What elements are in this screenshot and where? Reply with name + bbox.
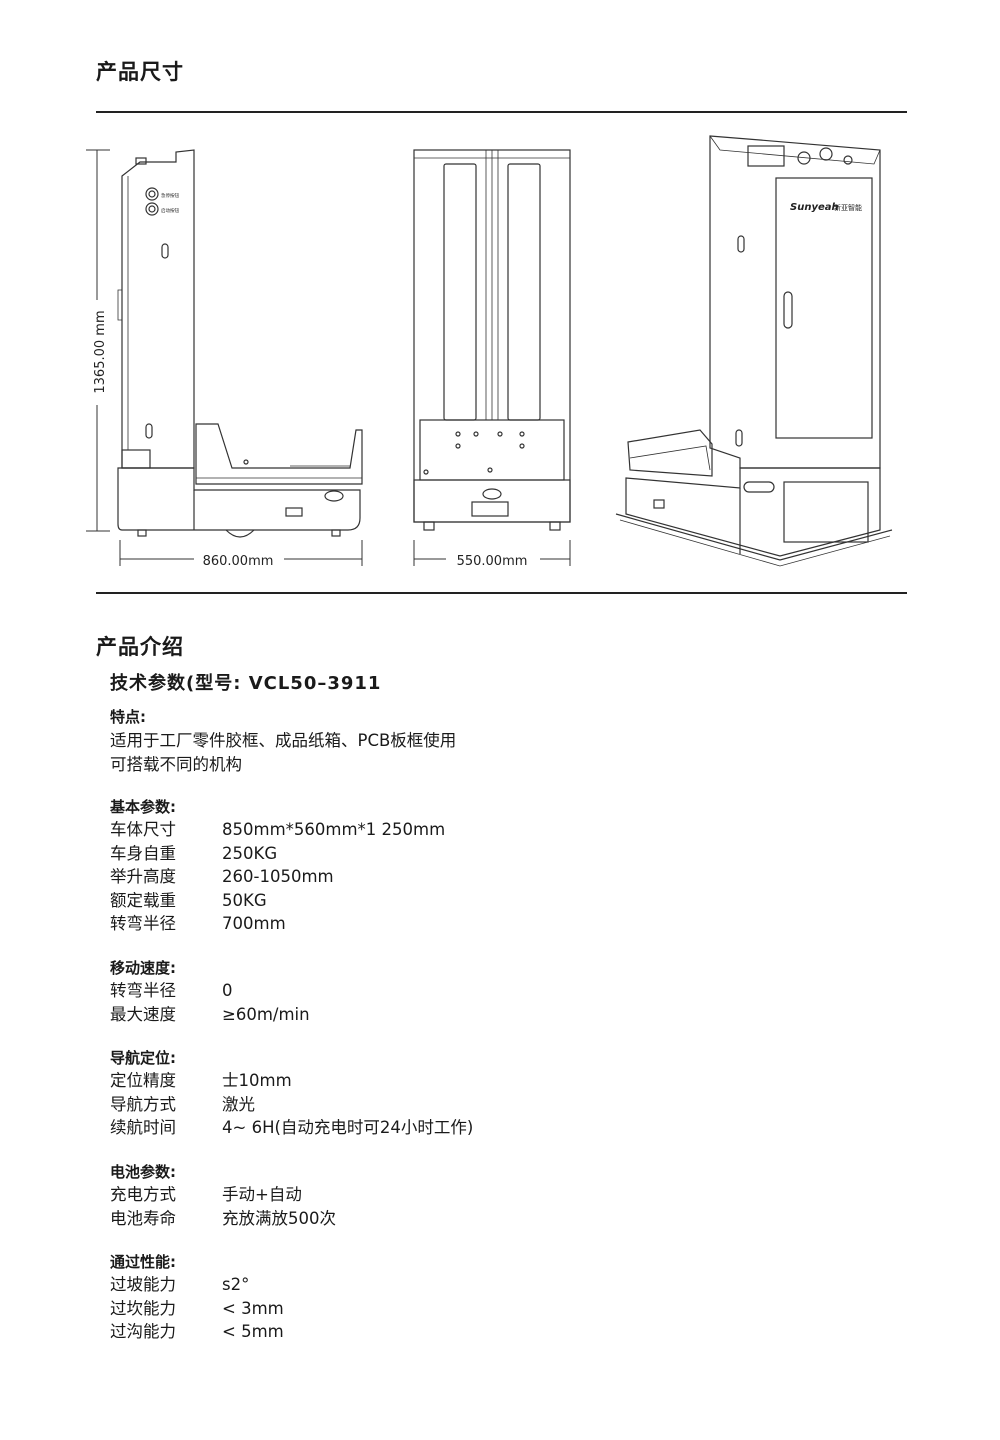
button-label-start: 启动按钮 bbox=[161, 207, 179, 214]
spec-key: 导航方式 bbox=[110, 1094, 176, 1114]
spec-value: 充放满放500次 bbox=[222, 1208, 336, 1228]
spec-group-title: 基本参数: bbox=[110, 798, 176, 816]
spec-group-battery: 电池参数: 充电方式 手动+自动 电池寿命 充放满放500次 bbox=[110, 1161, 336, 1231]
spec-group-title: 通过性能: bbox=[110, 1253, 176, 1271]
features-title: 特点: bbox=[110, 708, 146, 726]
spec-group-speed: 移动速度: 转弯半径 0 最大速度 ≥60m/min bbox=[110, 957, 310, 1027]
features-block: 特点: 适用于工厂零件胶框、成品纸箱、PCB板框使用 可搭载不同的机构 bbox=[110, 706, 456, 776]
spec-row: 额定载重 50KG bbox=[110, 889, 267, 913]
spec-group-navigation: 导航定位: 定位精度 士10mm 导航方式 激光 续航时间 4~ 6H(自动充电时可2… bbox=[110, 1047, 473, 1140]
spec-value: 250KG bbox=[222, 843, 278, 863]
spec-key: 电池寿命 bbox=[110, 1208, 176, 1228]
spec-group-title: 导航定位: bbox=[110, 1049, 176, 1067]
spec-value: s2° bbox=[222, 1275, 250, 1294]
spec-key: 过坎能力 bbox=[110, 1298, 176, 1318]
spec-row: 车体尺寸 850mm*560mm*1 250mm bbox=[110, 818, 445, 842]
spec-row: 定位精度 士10mm bbox=[110, 1069, 292, 1093]
spec-row: 举升高度 260-1050mm bbox=[110, 865, 334, 889]
spec-row: 续航时间 4~ 6H(自动充电时可24小时工作) bbox=[110, 1116, 473, 1140]
divider-top bbox=[96, 111, 907, 113]
spec-row: 转弯半径 0 bbox=[110, 979, 233, 1003]
spec-value: 260-1050mm bbox=[222, 867, 334, 886]
spec-row: 导航方式 激光 bbox=[110, 1093, 255, 1117]
spec-value: 激光 bbox=[222, 1094, 255, 1114]
spec-key: 车身自重 bbox=[110, 843, 176, 863]
spec-value: 850mm*560mm*1 250mm bbox=[222, 820, 446, 839]
front-view-drawing bbox=[413, 149, 571, 566]
spec-row: 过坎能力 < 3mm bbox=[110, 1297, 284, 1321]
spec-key: 充电方式 bbox=[110, 1185, 176, 1204]
spec-group-passability: 通过性能: 过坡能力 s2° 过坎能力 < 3mm 过沟能力 < 5mm bbox=[110, 1251, 284, 1344]
spec-subtitle: 技术参数(型号: VCL50–3911 bbox=[110, 673, 382, 694]
spec-value: < 5mm bbox=[222, 1322, 284, 1341]
spec-key: 定位精度 bbox=[110, 1071, 176, 1090]
spec-row: 充电方式 手动+自动 bbox=[110, 1183, 302, 1207]
spec-value: 50KG bbox=[222, 890, 267, 910]
spec-row: 最大速度 ≥60m/min bbox=[110, 1003, 310, 1027]
spec-group-title: 电池参数: bbox=[110, 1163, 176, 1181]
spec-value: 4~ 6H(自动充电时可24小时工作) bbox=[222, 1118, 474, 1137]
side-view-drawing bbox=[86, 149, 363, 566]
spec-key: 续航时间 bbox=[110, 1118, 176, 1137]
spec-value: 手动+自动 bbox=[222, 1185, 302, 1204]
spec-value: 士10mm bbox=[222, 1071, 292, 1090]
spec-key: 举升高度 bbox=[110, 867, 176, 886]
spec-value: ≥60m/min bbox=[222, 1004, 310, 1024]
spec-key: 额定载重 bbox=[110, 890, 176, 910]
features-line: 可搭载不同的机构 bbox=[110, 754, 242, 774]
button-label-emergency: 急停按钮 bbox=[161, 192, 179, 199]
spec-key: 车体尺寸 bbox=[110, 820, 176, 839]
spec-row: 电池寿命 充放满放500次 bbox=[110, 1207, 336, 1231]
spec-row: 转弯半径 700mm bbox=[110, 912, 286, 936]
spec-value: 0 bbox=[222, 981, 233, 1000]
spec-row: 车身自重 250KG bbox=[110, 842, 277, 866]
spec-key: 过坡能力 bbox=[110, 1275, 176, 1294]
features-line: 适用于工厂零件胶框、成品纸箱、PCB板框使用 bbox=[110, 731, 457, 750]
section-title-dimensions: 产品尺寸 bbox=[96, 60, 184, 84]
perspective-view-drawing bbox=[615, 135, 893, 567]
spec-value: < 3mm bbox=[222, 1298, 284, 1318]
spec-key: 转弯半径 bbox=[110, 981, 176, 1000]
spec-key: 最大速度 bbox=[110, 1004, 176, 1024]
divider-bottom bbox=[96, 592, 907, 594]
spec-key: 转弯半径 bbox=[110, 914, 176, 933]
side-width-dimension-label: 860.00mm bbox=[203, 554, 274, 569]
height-dimension-label: 1365.00 mm bbox=[93, 310, 108, 393]
brand-name-text: 新亚智能 bbox=[834, 203, 862, 212]
spec-value: 700mm bbox=[222, 914, 286, 933]
spec-key: 过沟能力 bbox=[110, 1322, 176, 1341]
product-drawings: 1365.00 mm 860.00mm 550.00mm 急停按钮 启动按钮 S… bbox=[86, 135, 893, 569]
spec-row: 过沟能力 < 5mm bbox=[110, 1320, 284, 1344]
spec-row: 过坡能力 s2° bbox=[110, 1273, 249, 1297]
brand-logo-text: Sunyeah bbox=[790, 202, 839, 213]
section-title-intro: 产品介绍 bbox=[96, 635, 184, 659]
front-width-dimension-label: 550.00mm bbox=[457, 554, 528, 569]
spec-group-title: 移动速度: bbox=[110, 959, 176, 977]
